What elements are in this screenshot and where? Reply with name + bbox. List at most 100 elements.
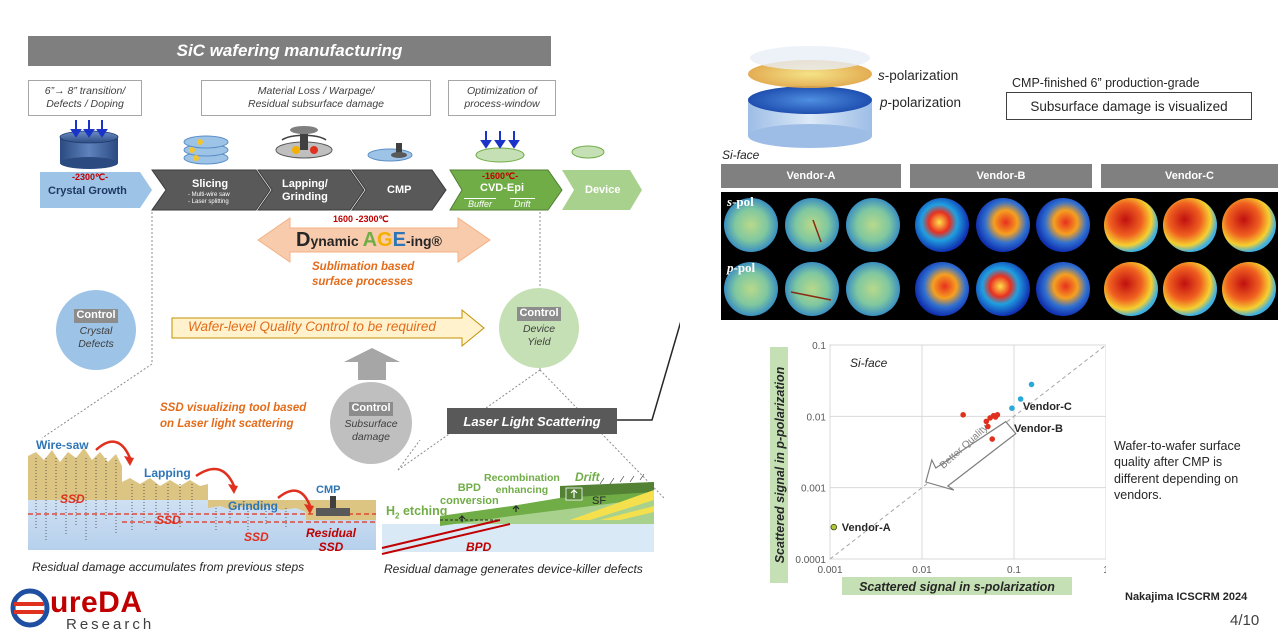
control-device-yield: Control Device Yield	[499, 288, 579, 368]
cmp-arrow	[351, 169, 447, 211]
x-tick-label: 0.001	[817, 565, 842, 576]
y-tick-label: 0.001	[801, 484, 826, 495]
cvd-wafer-icon	[475, 131, 525, 163]
slicing-arrow	[151, 169, 271, 211]
logo-mark-icon	[10, 588, 50, 628]
x-tick-label: 0.1	[1007, 565, 1021, 576]
dotted-guide	[539, 369, 665, 499]
dotted-guide	[41, 363, 153, 439]
p-polarization-label: p-polarization	[880, 95, 962, 110]
ssd-label-3: SSD	[244, 530, 269, 544]
cvd-drift: Drift	[510, 198, 535, 209]
x-tick-label: 1	[1103, 565, 1106, 576]
caption-mid: Residual damage generates device-killer …	[384, 562, 643, 576]
slicing-sub2: - Laser splitting	[188, 199, 229, 205]
bpd-label: BPD	[466, 540, 492, 554]
sf-label: SF	[592, 495, 607, 507]
wafer-map-grid: s-pol p-pol	[721, 192, 1278, 320]
series-label: Vendor-B	[1014, 423, 1063, 435]
si-face-label: Si-face	[722, 148, 760, 162]
lapping-label: Lapping/ Grinding	[282, 178, 328, 203]
epi-defect-diagram	[381, 473, 654, 555]
vendor-a-header: Vendor-A	[721, 164, 901, 188]
bpd-conversion-label: BPD conversion	[440, 482, 499, 507]
ssd-tool-text: SSD visualizing tool based on Laser ligh…	[160, 402, 307, 430]
s-polarization-label: s-polarization	[878, 68, 959, 83]
residual-ssd-label: Residual SSD	[306, 526, 357, 555]
dynamic-ageing-title: Dynamic AGE-ing®	[296, 229, 442, 251]
crystal-growth-arrow	[40, 172, 152, 208]
h2-etching-label: H2 etching	[386, 504, 448, 521]
reference-diagonal	[829, 344, 1107, 560]
vendor-a-maps	[724, 198, 900, 316]
wafer-note: Wafer-to-wafer surface quality after CMP…	[1114, 439, 1241, 502]
top-box-crystal: 6”→ 8” transition/ Defects / Doping	[28, 80, 142, 116]
data-point	[985, 423, 991, 430]
page-title: SiC wafering manufacturing	[28, 36, 551, 66]
ssd-cross-section	[28, 440, 376, 550]
laser-scattering-box: Laser Light Scattering	[447, 408, 617, 434]
series-label: Vendor-C	[1023, 401, 1072, 413]
company-logo: ureDA Research	[8, 586, 178, 636]
crystal-ingot-icon	[59, 120, 119, 169]
vendor-c-header: Vendor-C	[1101, 164, 1278, 188]
device-arrow	[562, 170, 642, 210]
cmp-label: CMP	[387, 184, 412, 196]
recombination-label: Recombination enhancing	[484, 472, 560, 497]
logo-sub: Research	[66, 616, 155, 633]
device-wafer-icon	[571, 145, 605, 159]
crystal-growth-label: Crystal Growth	[48, 185, 127, 197]
data-point	[960, 412, 966, 418]
cvd-buffer: Buffer	[464, 198, 497, 209]
ssd-label-1: SSD	[60, 492, 85, 506]
top-box-material: Material Loss / Warpage/ Residual subsur…	[201, 80, 431, 116]
dynamic-subtitle: Sublimation based surface processes	[312, 261, 415, 288]
ylabel-highlight	[770, 347, 788, 583]
slicing-label: Slicing	[192, 178, 229, 190]
vendor-c-maps	[1104, 198, 1276, 316]
qc-banner-arrow	[171, 308, 485, 348]
x-tick-label: 0.01	[912, 565, 932, 576]
wafer-stack-icon	[183, 135, 229, 165]
up-arrow	[344, 348, 400, 380]
y-tick-label: 0.01	[807, 412, 827, 423]
crystal-temp: -2300℃-	[72, 172, 109, 182]
top-box-optimization: Optimization of process-window	[448, 80, 556, 116]
connector-line	[616, 321, 680, 421]
dynamic-ageing-arrow	[257, 217, 491, 263]
data-point	[989, 436, 996, 442]
data-point	[830, 523, 838, 531]
xlabel-highlight	[842, 577, 1072, 595]
row-s-pol-label: s-pol	[727, 194, 754, 209]
data-point	[983, 418, 990, 425]
polarization-wafer-icon	[748, 46, 872, 148]
visualized-box: Subsurface damage is visualized	[1006, 92, 1252, 120]
data-point	[1028, 381, 1035, 388]
cmp-step-label: CMP	[316, 484, 341, 496]
slicing-sub1: - Multi-wire saw	[188, 192, 230, 198]
lapping-machine-icon	[275, 126, 333, 159]
data-point	[1009, 405, 1015, 412]
dynamic-temp: 1600 -2300℃	[333, 214, 389, 224]
page-number: 4/10	[1230, 612, 1260, 629]
row-p-pol-label: p-pol	[727, 260, 756, 275]
series-label: Vendor-A	[842, 522, 891, 534]
cvd-temp: -1600℃-	[482, 171, 519, 181]
cvd-arrow	[449, 169, 563, 211]
ssd-label-2: SSD	[156, 513, 181, 527]
y-axis-label: Scattered signal in p-polarization	[773, 366, 787, 563]
cmp-note: CMP-finished 6” production-grade	[1012, 76, 1200, 90]
data-point	[1017, 396, 1024, 402]
lapping-step-label: Lapping	[144, 466, 191, 480]
data-point	[994, 412, 1001, 418]
y-tick-label: 0.1	[812, 341, 826, 352]
drift-label: Drift	[575, 470, 600, 484]
control-subsurface-damage: Control Subsurface damage	[330, 382, 412, 464]
citation: Nakajima ICSCRM 2024	[1125, 591, 1248, 603]
dotted-guide	[397, 369, 541, 471]
qc-banner-text: Wafer-level Quality Control to be requir…	[188, 319, 436, 334]
caption-left: Residual damage accumulates from previou…	[32, 560, 305, 574]
cvd-label: CVD-Epi	[480, 182, 524, 194]
